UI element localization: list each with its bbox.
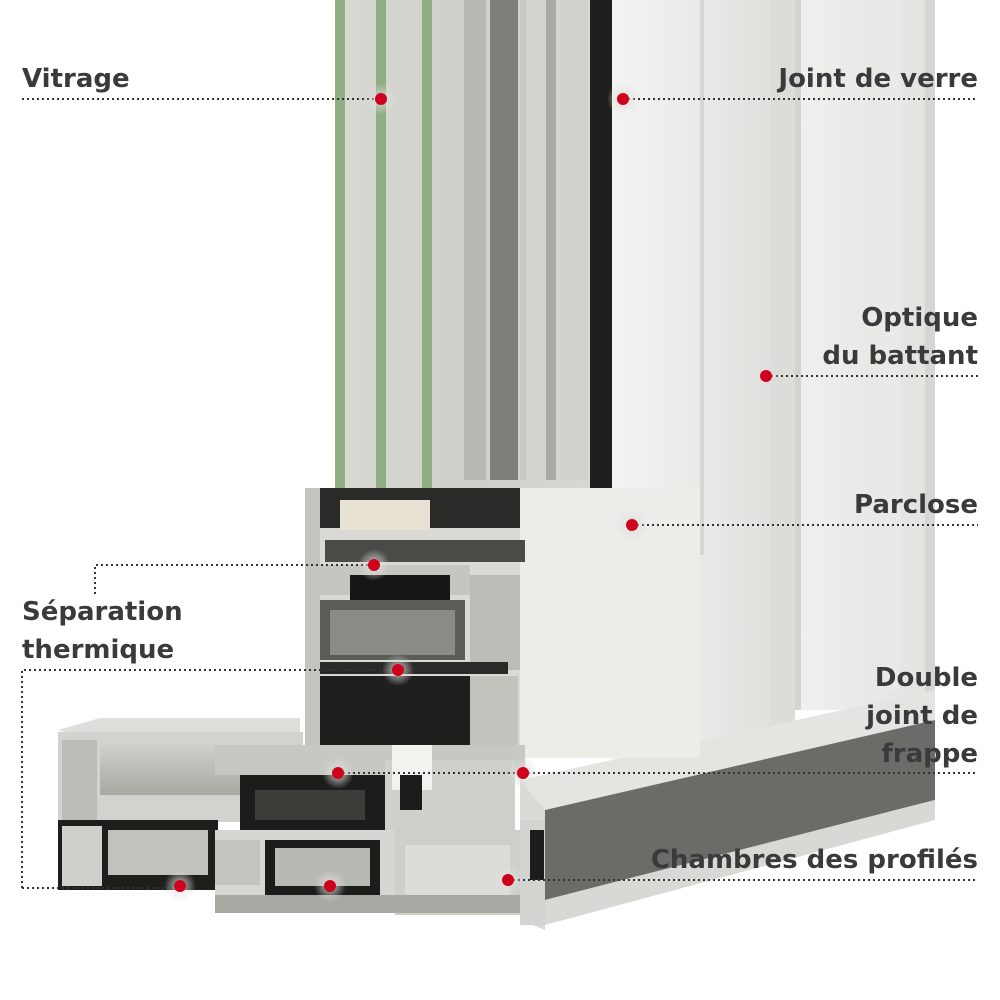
marker-dot-vitrage [375, 93, 387, 105]
sash-cross-section [305, 488, 700, 763]
marker-dot-chambres-c [502, 874, 514, 886]
leader-lines [21, 98, 978, 889]
label-double-line2: joint de [866, 701, 978, 731]
label-vitrage: Vitrage [22, 64, 130, 94]
glass-gasket-strip [588, 0, 612, 488]
label-optique-du-battant: Optique du battant [822, 299, 978, 375]
label-double-line1: Double [874, 663, 978, 693]
marker-dot-separation-a [368, 559, 380, 571]
marker-dots [174, 93, 772, 892]
glazing-unit [335, 0, 590, 490]
marker-dot-optique [760, 370, 772, 382]
marker-dot-double-joint-b [517, 767, 529, 779]
label-separation-line1: Séparation [22, 597, 183, 627]
marker-dot-double-joint-a [332, 767, 344, 779]
label-separation-line2: thermique [22, 635, 175, 665]
threshold-extension [58, 718, 303, 890]
leader-separation [94, 564, 374, 594]
label-separation-thermique: Séparation thermique [22, 593, 183, 669]
marker-dot-chambres-a [174, 880, 186, 892]
marker-dot-separation-b [392, 664, 404, 676]
marker-dot-parclose [626, 519, 638, 531]
marker-dot-chambres-b [324, 880, 336, 892]
outer-frame [795, 0, 935, 710]
frame-cross-section [215, 745, 545, 925]
marker-dot-joint-de-verre [617, 93, 629, 105]
label-double-joint-de-frappe: Double joint de frappe [866, 659, 978, 773]
label-chambres-des-profiles: Chambres des profilés [650, 845, 978, 875]
label-parclose: Parclose [853, 490, 978, 520]
label-optique-line2: du battant [822, 341, 978, 371]
label-joint-de-verre: Joint de verre [778, 64, 978, 94]
label-double-line3: frappe [881, 739, 978, 769]
label-optique-line1: Optique [861, 303, 978, 333]
